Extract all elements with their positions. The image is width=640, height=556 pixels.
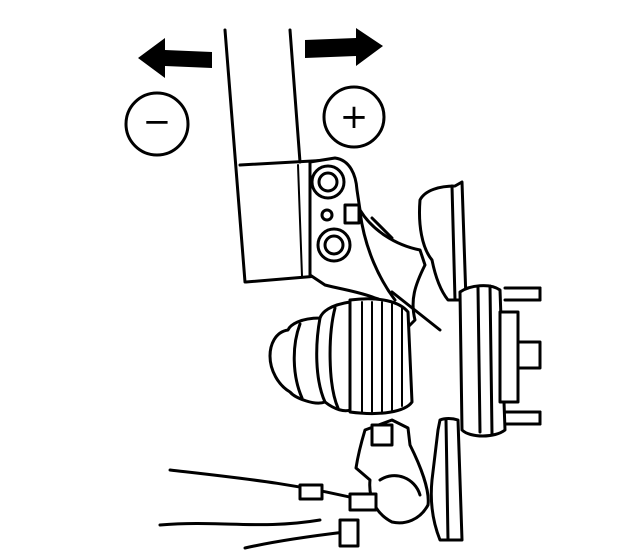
lower-control-arm	[158, 468, 378, 550]
minus-symbol-label: −	[143, 102, 172, 142]
upper-bolt-icon	[310, 164, 346, 200]
cv-boot	[268, 297, 414, 416]
steering-knuckle	[308, 156, 442, 332]
right-arrow-icon	[305, 28, 383, 66]
wheel-hub	[458, 284, 542, 438]
brake-backing-plate	[418, 180, 468, 542]
minus-sign-circle: −	[124, 91, 190, 157]
plus-symbol-label: +	[340, 97, 369, 137]
left-arrow-icon	[138, 38, 212, 78]
plus-sign-circle: +	[322, 85, 386, 149]
lower-bolt-icon	[316, 227, 352, 263]
